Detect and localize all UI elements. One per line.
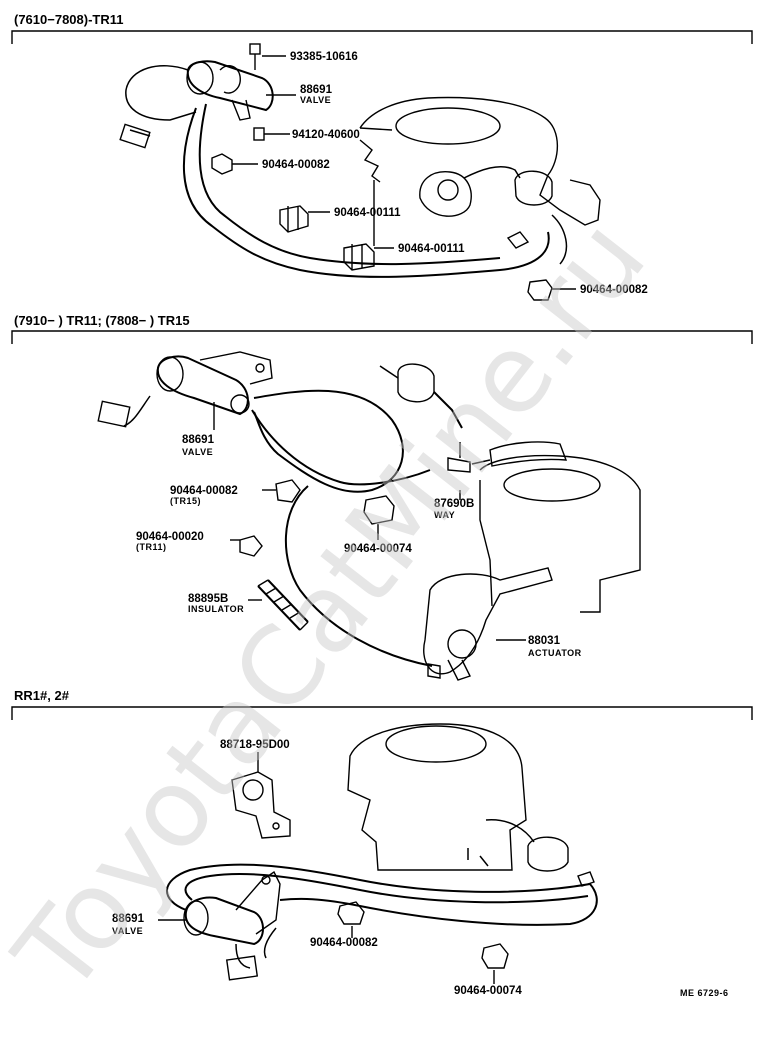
valve-88691-3 <box>183 870 281 981</box>
label-valve: VALVE <box>300 95 331 105</box>
label-90464-00111-b: 90464-00111 <box>398 243 465 255</box>
label-90464-00074-2: 90464-00074 <box>344 543 412 555</box>
connector-icon <box>97 400 131 428</box>
insulator-icon <box>257 579 309 631</box>
label-88895b: 88895B <box>188 593 228 605</box>
label-way: WAY <box>434 510 455 520</box>
connector-icon <box>119 123 151 149</box>
section-1-header: (7610−7808)-TR11 <box>14 12 124 27</box>
label-88691: 88691 <box>300 84 333 96</box>
nut-icon <box>253 127 265 141</box>
label-87690b: 87690B <box>434 498 474 510</box>
label-tr11: (TR11) <box>136 542 167 552</box>
engine-outline-3 <box>347 723 569 872</box>
valve-88691-1 <box>186 43 274 121</box>
label-90464-00020: 90464-00020 <box>136 531 204 543</box>
figure-code: ME 6729-6 <box>680 988 729 998</box>
label-tr15: (TR15) <box>170 496 201 506</box>
label-actuator: ACTUATOR <box>528 648 582 658</box>
label-90464-00082-3: 90464-00082 <box>310 937 378 949</box>
clamps-3 <box>337 901 509 969</box>
label-88691-2: 88691 <box>182 434 215 446</box>
engine-outline-2 <box>423 454 641 681</box>
label-90464-00082-a: 90464-00082 <box>262 159 330 171</box>
engine-outline-1 <box>359 96 601 265</box>
hoses-3 <box>166 863 598 926</box>
label-88691-3: 88691 <box>112 913 145 925</box>
hoses-2 <box>251 363 568 679</box>
label-88718-95d00: 88718-95D00 <box>220 739 290 751</box>
label-90464-00082-2: 90464-00082 <box>170 485 238 497</box>
section-1-bracket <box>11 30 753 44</box>
clamps-2 <box>239 479 395 631</box>
connector-icon <box>225 955 259 981</box>
section-2: (7910− ) TR11; (7808− ) TR15 <box>11 313 753 681</box>
label-insulator: INSULATOR <box>188 604 244 614</box>
section-3-header: RR1#, 2# <box>14 688 70 703</box>
section-3: RR1#, 2# <box>11 688 753 997</box>
section-2-header: (7910− ) TR11; (7808− ) TR15 <box>14 313 190 328</box>
section-3-bracket <box>11 706 753 720</box>
clamps-1 <box>211 127 553 301</box>
label-90464-00082-b: 90464-00082 <box>580 284 648 296</box>
label-94120-40600: 94120-40600 <box>292 129 360 141</box>
wire-harness-1 <box>119 65 550 278</box>
label-90464-00111-a: 90464-00111 <box>334 207 401 219</box>
label-88031: 88031 <box>528 635 561 647</box>
section-1: (7610−7808)-TR11 <box>11 12 753 301</box>
section-2-bracket <box>11 330 753 344</box>
label-93385-10616: 93385-10616 <box>290 51 358 63</box>
bracket-88718 <box>231 771 291 839</box>
label-90464-00074-3: 90464-00074 <box>454 985 522 997</box>
valve-88691-2 <box>97 351 273 428</box>
label-valve-3: VALVE <box>112 926 143 936</box>
label-valve-2: VALVE <box>182 447 213 457</box>
